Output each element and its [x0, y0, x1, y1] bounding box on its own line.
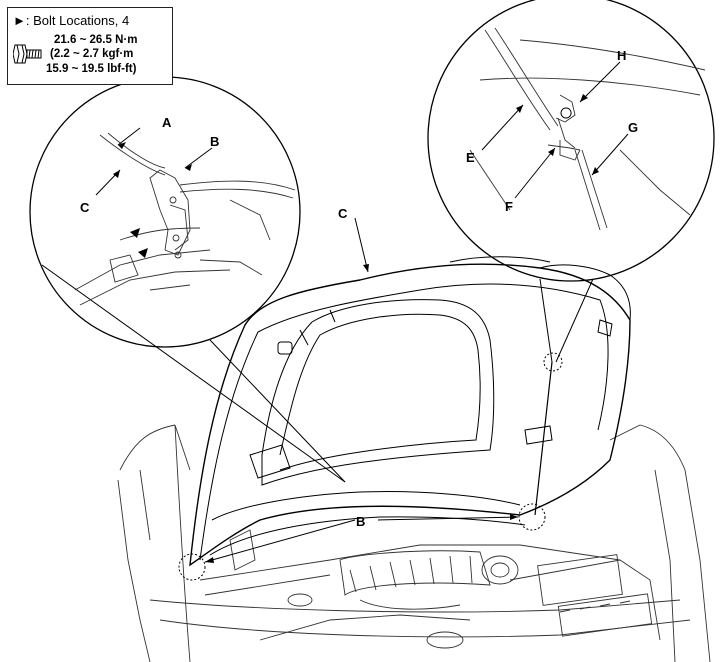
- detail-circle-left: [29, 76, 346, 483]
- hood: [189, 256, 631, 567]
- callout-g: G: [628, 120, 638, 135]
- torque-nm: 21.6 ~ 26.5 N·m: [54, 34, 138, 46]
- callout-a: A: [162, 115, 172, 130]
- bolt-marker: [138, 248, 148, 258]
- bolt-icon: [13, 44, 42, 64]
- callout-h: H: [617, 48, 626, 63]
- detail-circle-right: [427, 0, 715, 363]
- torque-lbf: 15.9 ~ 19.5 lbf-ft): [46, 63, 137, 75]
- callout-b-detail: B: [210, 134, 219, 149]
- hinge-location-left: [178, 553, 206, 581]
- callout-c-main: C: [338, 206, 348, 221]
- callout-b-main: B: [356, 514, 365, 529]
- car-body: [117, 424, 711, 662]
- callout-f: F: [505, 199, 513, 214]
- callout-c-detail: C: [80, 200, 90, 215]
- bolt-marker: [130, 228, 140, 238]
- torque-legend: ►: Bolt Locations, 4 21.6 ~ 26.5 N·m (2.…: [7, 7, 173, 85]
- callout-e: E: [466, 150, 475, 165]
- torque-kgf: (2.2 ~ 2.7 kgf·m: [50, 48, 134, 60]
- rod-location: [543, 352, 563, 372]
- hinge-location-right: [518, 503, 546, 531]
- legend-title: ►: Bolt Locations, 4: [13, 13, 130, 28]
